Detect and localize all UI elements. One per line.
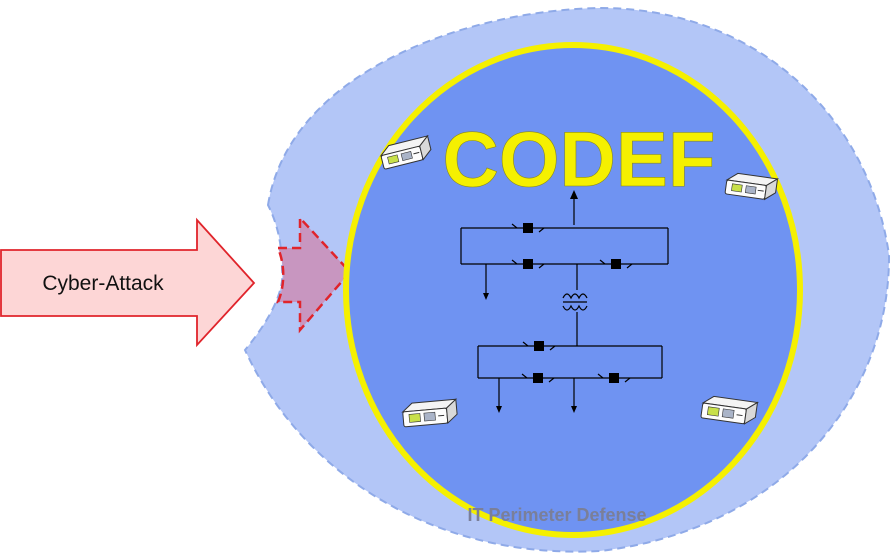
it-perimeter-label: IT Perimeter Defense <box>467 505 646 525</box>
switch-breaker-icon <box>523 259 533 269</box>
switch-breaker-icon <box>533 373 543 383</box>
power-single-line-diagram <box>460 190 669 413</box>
codef-core <box>343 42 803 538</box>
codef-title: CODEF <box>443 115 716 203</box>
cyber-attack-label: Cyber-Attack <box>42 272 164 295</box>
top-feed-arrow-icon <box>570 190 578 199</box>
network-device-icon <box>401 398 458 428</box>
switch-breaker-icon <box>609 373 619 383</box>
breach-arrow <box>276 214 352 334</box>
network-device-icon <box>700 395 759 425</box>
cyber-attack-arrow-icon <box>0 217 256 348</box>
switch-breaker-icon <box>523 223 533 233</box>
network-device-icon <box>379 134 432 170</box>
transformer-icon <box>562 293 588 311</box>
switch-breaker-icon <box>534 341 544 351</box>
network-device-icon <box>724 172 779 201</box>
switch-breaker-icon <box>611 259 621 269</box>
